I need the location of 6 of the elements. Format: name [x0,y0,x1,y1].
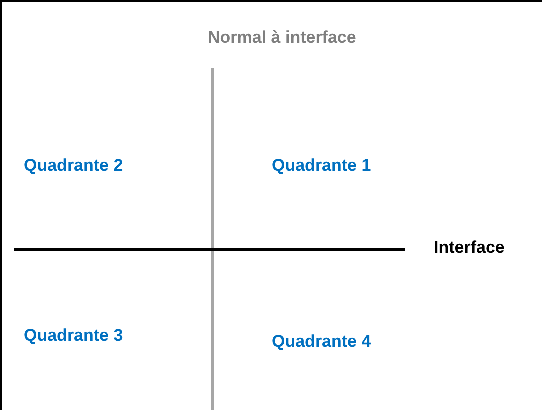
quadrant-label: Quadrante 2 [24,156,124,176]
quadrant-label: Quadrante 1 [272,156,372,176]
quadrant-label: Quadrante 4 [272,332,372,352]
quadrant-label: Quadrante 3 [24,326,124,346]
axis-label: Normal à interface [208,28,356,48]
axis-label: Interface [434,238,505,258]
